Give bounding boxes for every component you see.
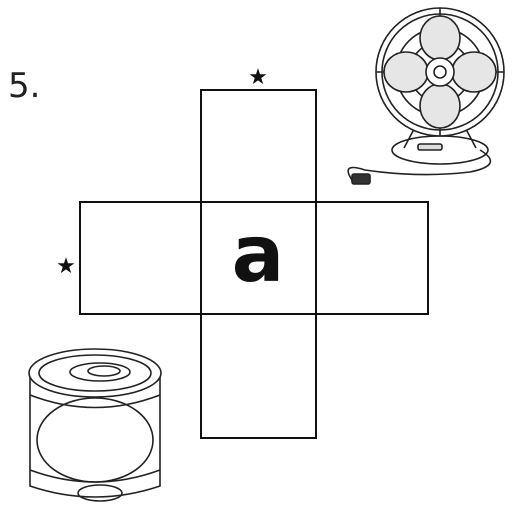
star-top: ★ [248, 65, 268, 90]
can-icon [29, 349, 161, 501]
item-number: 5. [8, 66, 40, 106]
star-left: ★ [56, 254, 76, 279]
net-square-top [201, 90, 316, 202]
net-square-right [316, 202, 428, 314]
net-square-bottom [201, 314, 316, 438]
net-square-left [80, 202, 201, 314]
center-letter: a [232, 210, 285, 300]
fan-icon [348, 8, 504, 184]
